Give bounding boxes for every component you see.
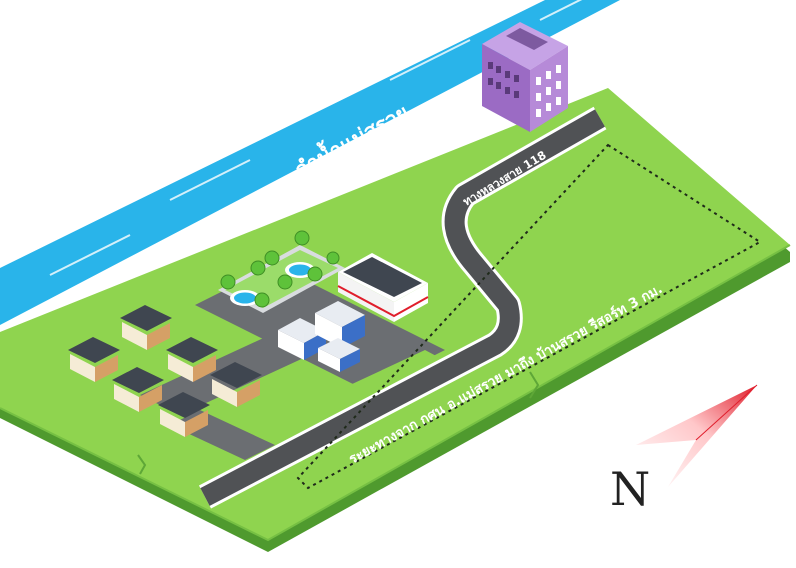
- lobby-buildings: [278, 301, 365, 372]
- house-icon: [112, 367, 164, 412]
- tree-icon: [220, 230, 340, 308]
- house-icon: [158, 392, 210, 437]
- apartment-building-icon: [482, 22, 568, 132]
- house-icon: [68, 337, 120, 382]
- garden: [218, 230, 345, 313]
- store-building: [337, 253, 429, 322]
- house-icon: [120, 305, 172, 350]
- fountain-icon: [230, 290, 260, 306]
- house-icon: [166, 337, 218, 382]
- resort-boundary: [296, 143, 762, 490]
- house-icon: [210, 362, 262, 407]
- north-label: N: [610, 462, 650, 516]
- north-arrow-icon: N: [610, 384, 758, 516]
